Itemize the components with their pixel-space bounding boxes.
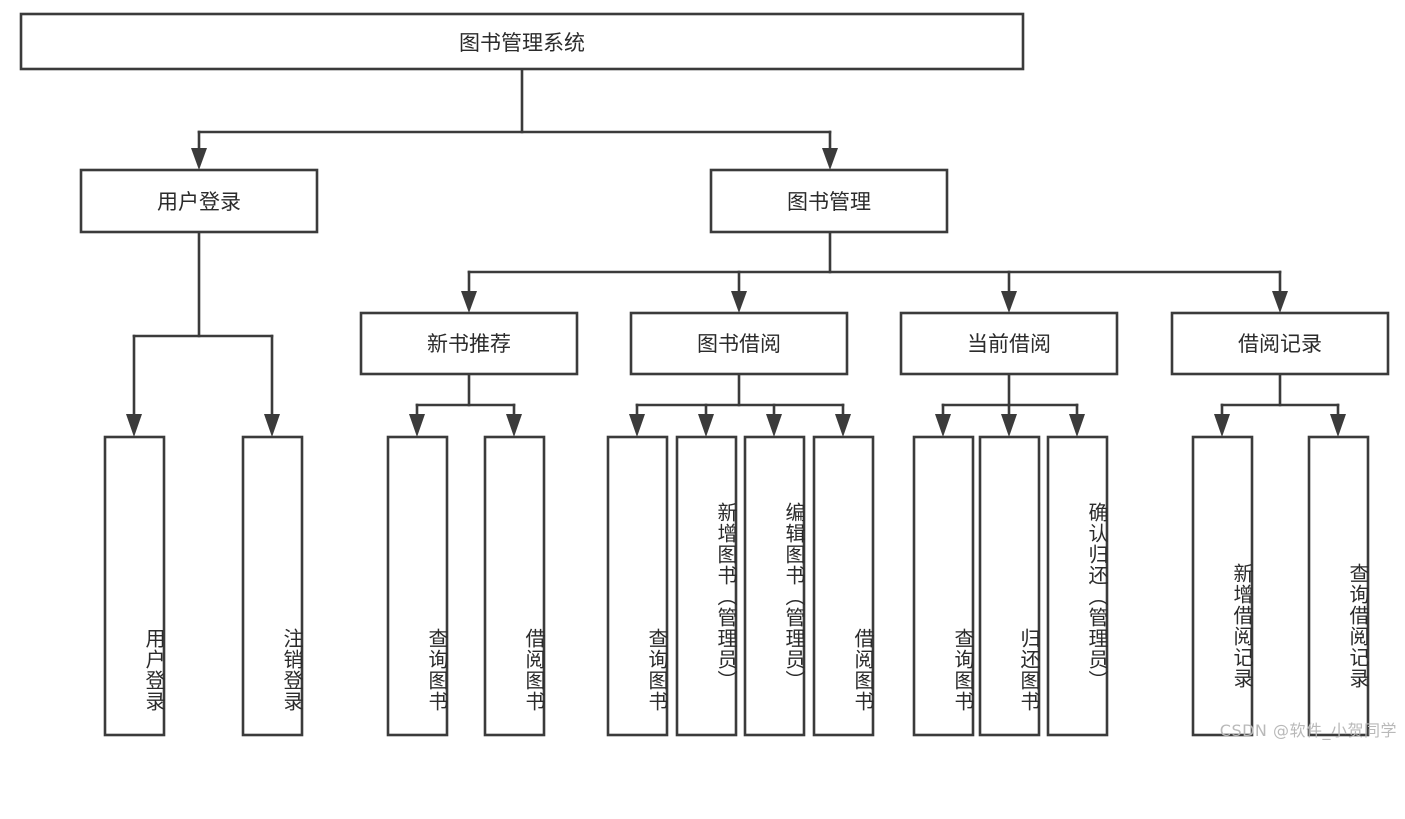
node-leaf-borrow-book-2[interactable] [812,435,875,737]
node-user-login[interactable]: 用户登录 [79,168,319,234]
connector-bookmgmt-to-level3 [461,230,1288,313]
node-leaf-query-book-3[interactable] [912,435,975,737]
node-new-book-recommend[interactable]: 新书推荐 [359,311,579,376]
node-leaf-add-record[interactable] [1191,435,1254,737]
node-leaf-borrow-book-1[interactable] [483,435,546,737]
node-leaf-query-record[interactable] [1307,435,1370,737]
node-new-book-recommend-label: 新书推荐 [427,332,511,356]
flowchart-svg: 图书管理系统 用户登录 图书管理 新书推荐 图书借阅 当前借阅 借阅记录 [19,12,1390,737]
node-current-borrow-label: 当前借阅 [967,332,1051,356]
node-borrow-record[interactable]: 借阅记录 [1170,311,1390,376]
csdn-watermark: CSDN @软件_小贺同学 [1219,721,1397,740]
node-book-management-label: 图书管理 [787,190,871,214]
connector-userlogin-to-leaves [126,230,280,437]
connector-bookborrow-to-leaves [629,372,851,437]
node-root[interactable]: 图书管理系统 [19,12,1025,71]
node-leaf-query-book-1[interactable] [386,435,449,737]
node-leaf-edit-book[interactable] [743,435,806,737]
connector-root-to-level2 [191,67,838,170]
node-book-borrow[interactable]: 图书借阅 [629,311,849,376]
flowchart-canvas: 图书管理系统 用户登录 图书管理 新书推荐 图书借阅 当前借阅 借阅记录 [19,12,1397,740]
node-book-borrow-label: 图书借阅 [697,332,781,356]
connector-currentborrow-to-leaves [935,372,1085,437]
node-leaf-user-login[interactable] [103,435,166,737]
node-leaf-logout-login[interactable] [241,435,304,737]
node-leaf-add-book[interactable] [675,435,738,737]
node-borrow-record-label: 借阅记录 [1238,332,1322,356]
node-current-borrow[interactable]: 当前借阅 [899,311,1119,376]
node-leaf-query-book-2[interactable] [606,435,669,737]
node-leaf-confirm-return[interactable] [1046,435,1109,737]
connector-borrowrecord-to-leaves [1214,372,1346,437]
node-root-label: 图书管理系统 [459,31,585,55]
connector-newbook-to-leaves [409,372,522,437]
node-user-login-label: 用户登录 [157,190,241,214]
node-book-management[interactable]: 图书管理 [709,168,949,234]
node-leaf-return-book[interactable] [978,435,1041,737]
